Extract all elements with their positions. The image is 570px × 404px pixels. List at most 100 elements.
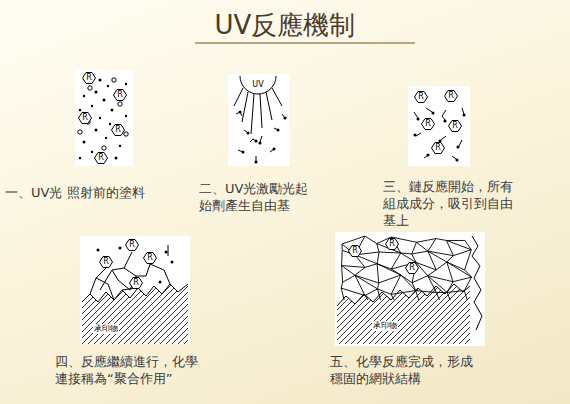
radical-letter: R (143, 252, 157, 264)
hatch-stroke (277, 282, 341, 346)
radical-hexagon: R (348, 245, 362, 257)
hatch-stroke (112, 282, 174, 344)
chain-panel (408, 86, 470, 166)
uv-lamp (240, 76, 276, 94)
radical-letter: R (405, 262, 419, 274)
radical-hexagon: R (78, 112, 92, 124)
paint-panel (75, 70, 133, 166)
network-link (391, 269, 401, 275)
hatch-stroke (421, 282, 485, 346)
hexagon-shape (95, 153, 108, 164)
hatch-stroke (307, 282, 371, 346)
hatch-stroke (469, 282, 533, 346)
paint-particles (79, 79, 127, 160)
hexagon-shape (126, 240, 139, 251)
hexagon-shape (100, 257, 113, 268)
hatch-stroke (166, 282, 228, 344)
chain-strokes (414, 108, 464, 159)
hexagon-shape (349, 246, 362, 257)
radical-letter: R (414, 91, 428, 103)
hatch-stroke (154, 282, 216, 344)
network-link (412, 254, 416, 263)
network-link (342, 266, 365, 268)
title-rule (195, 42, 415, 44)
network-link (341, 250, 343, 265)
hatch-stroke (271, 282, 335, 346)
hatch-stroke (373, 282, 437, 346)
hexagon-shape (449, 121, 462, 132)
hatch-stroke (397, 282, 461, 346)
step-caption: 一、UV光 照射前的塗料 (5, 184, 145, 201)
hexagon-shape (422, 119, 435, 130)
hatch-stroke (184, 282, 246, 344)
hatch-stroke (403, 282, 467, 346)
radical-hexagon: R (414, 91, 428, 103)
hexagon-shape (445, 91, 458, 102)
network-link (428, 239, 436, 252)
network-links (341, 236, 471, 300)
radical-hexagon: R (143, 252, 157, 264)
radical-letter: R (125, 239, 139, 251)
hatch-stroke (361, 282, 425, 346)
network-link (428, 276, 447, 293)
hatch-stroke (76, 282, 138, 344)
step-caption: 五、化學反應完成，形成 穩固的網狀結構 (330, 353, 473, 387)
network-link (365, 289, 378, 296)
hatch-stroke (148, 282, 210, 344)
network-link (416, 242, 427, 251)
paint-rings (78, 78, 128, 150)
hexagon-shape (112, 125, 125, 136)
radical-hexagon: R (125, 239, 139, 251)
network-link (341, 282, 342, 288)
network-link (447, 240, 472, 249)
network-link (412, 242, 417, 254)
hatch-stroke (22, 282, 84, 344)
hatch-stroke (349, 282, 413, 346)
hatch-stroke (463, 282, 527, 346)
hatch-stroke (391, 282, 455, 346)
hatch-stroke (343, 282, 407, 346)
hatch-stroke (118, 282, 180, 344)
hatch-stroke (445, 282, 509, 346)
hatch-stroke (439, 282, 503, 346)
hatch-stroke (385, 282, 449, 346)
radical-letter: R (113, 89, 127, 101)
polymer-panel (80, 236, 190, 344)
radical-hexagon: R (82, 72, 96, 84)
radical-letter: R (82, 72, 96, 84)
network-link (453, 250, 471, 256)
hatch-stroke (70, 282, 132, 344)
hatch-stroke (337, 282, 401, 346)
hatch-stroke (52, 282, 114, 344)
hatch-stroke (46, 282, 108, 344)
network-link (416, 239, 436, 243)
network-link (378, 283, 379, 289)
hatch-stroke (409, 282, 473, 346)
network-link (412, 283, 416, 291)
network-link (412, 276, 428, 283)
uv-panel (228, 74, 290, 166)
radical-letter: R (78, 112, 92, 124)
hatch-stroke (265, 282, 329, 346)
step-caption: 四、反應繼續進行，化學 連接稱為“聚合作用” (55, 353, 198, 387)
radical-hexagon: R (385, 238, 399, 250)
hatch-stroke (355, 282, 419, 346)
network-link (447, 240, 465, 241)
hatch-stroke (331, 282, 395, 346)
hatch-stroke (40, 282, 102, 344)
hatch-stroke (178, 282, 240, 344)
network-link (365, 236, 377, 243)
radical-hexagon: R (421, 118, 435, 130)
radical-letter: R (444, 90, 458, 102)
hatch-stroke (301, 282, 365, 346)
hatch-stroke (136, 282, 198, 344)
hatch-stroke (124, 282, 186, 344)
hatch-stroke (16, 282, 78, 344)
hatch-stroke (160, 282, 222, 344)
radical-letter: R (99, 256, 113, 268)
hatch-stroke (283, 282, 347, 346)
radical-hexagon: R (405, 262, 419, 274)
hexagon-shape (130, 278, 143, 289)
network-link (342, 266, 343, 283)
network-link (412, 251, 428, 254)
